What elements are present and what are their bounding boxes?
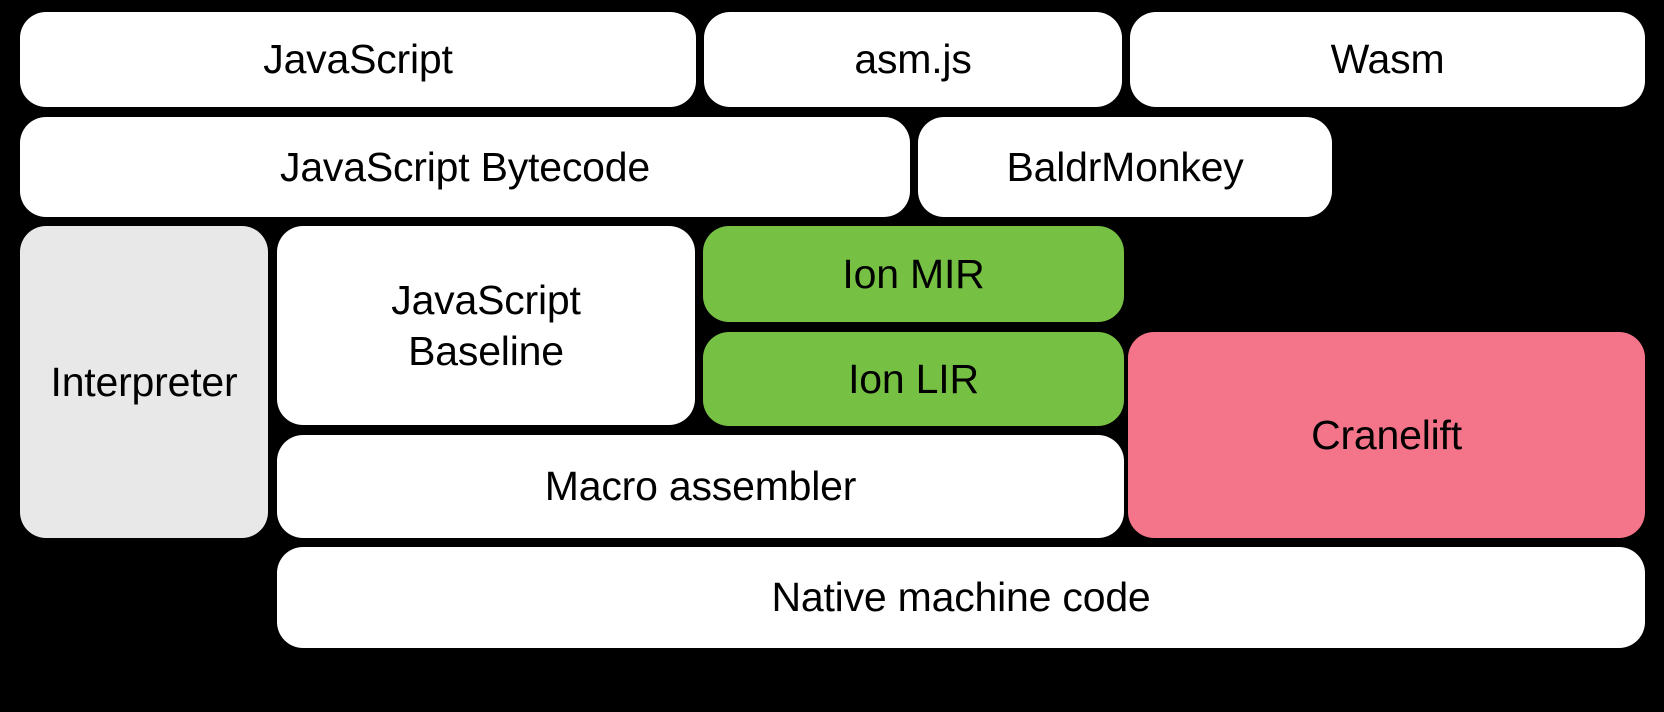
box-ion-lir[interactable]: Ion LIR: [703, 332, 1124, 426]
box-javascript[interactable]: JavaScript: [20, 12, 696, 107]
box-javascript-bytecode[interactable]: JavaScript Bytecode: [20, 117, 910, 217]
box-ion-mir[interactable]: Ion MIR: [703, 226, 1124, 322]
box-javascript-baseline[interactable]: JavaScript Baseline: [277, 226, 695, 425]
box-native-machine-code[interactable]: Native machine code: [277, 547, 1645, 648]
box-baldrmonkey[interactable]: BaldrMonkey: [918, 117, 1332, 217]
box-interpreter[interactable]: Interpreter: [20, 226, 268, 538]
box-asm-js[interactable]: asm.js: [704, 12, 1122, 107]
box-cranelift[interactable]: Cranelift: [1128, 332, 1645, 538]
box-macro-assembler[interactable]: Macro assembler: [277, 435, 1124, 538]
box-wasm[interactable]: Wasm: [1130, 12, 1645, 107]
